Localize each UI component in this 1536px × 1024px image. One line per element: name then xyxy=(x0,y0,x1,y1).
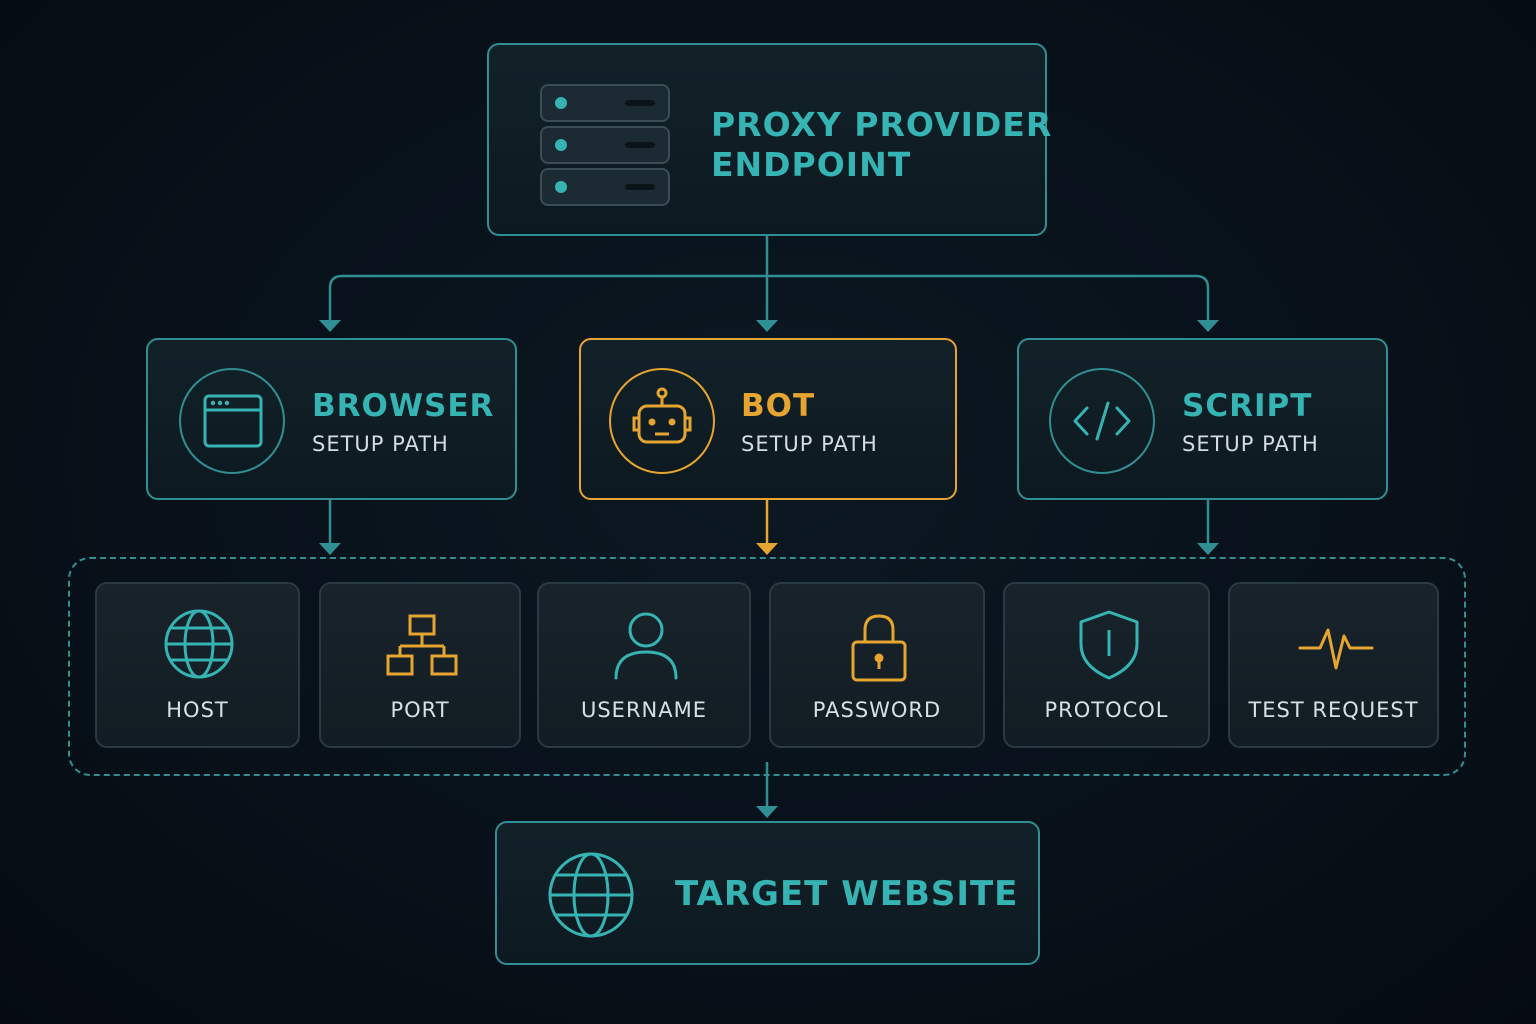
bot-path-node: BOT SETUP PATH xyxy=(579,338,957,500)
arrowhead-browser-group xyxy=(319,543,341,555)
script-path-node: SCRIPT SETUP PATH xyxy=(1017,338,1388,500)
pulse-icon xyxy=(1298,628,1374,670)
globe-icon xyxy=(548,852,634,938)
settings-group xyxy=(68,557,1466,776)
bot-icon-circle xyxy=(609,368,715,474)
arrowhead-target xyxy=(756,806,778,818)
setting-tile-username: USERNAME xyxy=(537,582,751,748)
arrowhead-bot-group xyxy=(756,543,778,555)
setting-label-port: PORT xyxy=(390,698,450,722)
provider-title-line2: ENDPOINT xyxy=(711,145,912,184)
browser-title: BROWSER xyxy=(312,388,495,424)
setting-tile-protocol: PROTOCOL xyxy=(1003,582,1210,748)
code-icon xyxy=(1073,401,1131,441)
network-icon xyxy=(386,614,458,676)
provider-title-line1: PROXY PROVIDER xyxy=(711,105,1053,144)
target-title: TARGET WEBSITE xyxy=(675,874,1019,914)
setting-label-password: PASSWORD xyxy=(812,698,942,722)
bot-title: BOT xyxy=(741,388,816,424)
target-website-node: TARGET WEBSITE xyxy=(495,821,1040,965)
browser-subtitle: SETUP PATH xyxy=(312,432,449,456)
setting-tile-host: HOST xyxy=(95,582,300,748)
script-subtitle: SETUP PATH xyxy=(1182,432,1319,456)
arrowhead-browser xyxy=(319,320,341,332)
setting-tile-port: PORT xyxy=(319,582,521,748)
connector-provider-script xyxy=(767,274,1210,322)
arrowhead-script xyxy=(1197,320,1219,332)
browser-path-node: BROWSER SETUP PATH xyxy=(146,338,517,500)
arrowhead-script-group xyxy=(1197,543,1219,555)
robot-icon xyxy=(632,387,692,444)
browser-icon-circle xyxy=(179,368,285,474)
setting-label-test-request: TEST REQUEST xyxy=(1248,698,1419,722)
setting-tile-password: PASSWORD xyxy=(769,582,985,748)
user-icon xyxy=(614,612,678,680)
connector-provider-browser xyxy=(328,274,767,322)
shield-icon xyxy=(1079,610,1139,680)
setting-label-protocol: PROTOCOL xyxy=(1044,698,1169,722)
bot-subtitle: SETUP PATH xyxy=(741,432,878,456)
lock-icon xyxy=(851,614,907,682)
setting-label-username: USERNAME xyxy=(580,698,708,722)
proxy-provider-node: PROXY PROVIDER ENDPOINT xyxy=(487,43,1051,236)
server-rack-icon xyxy=(540,84,670,206)
script-icon-circle xyxy=(1049,368,1155,474)
setting-label-host: HOST xyxy=(166,698,229,722)
globe-icon xyxy=(164,609,234,679)
arrowhead-bot xyxy=(756,320,778,332)
browser-window-icon xyxy=(203,394,263,448)
setting-tile-test-request: TEST REQUEST xyxy=(1228,582,1439,748)
script-title: SCRIPT xyxy=(1182,388,1313,424)
